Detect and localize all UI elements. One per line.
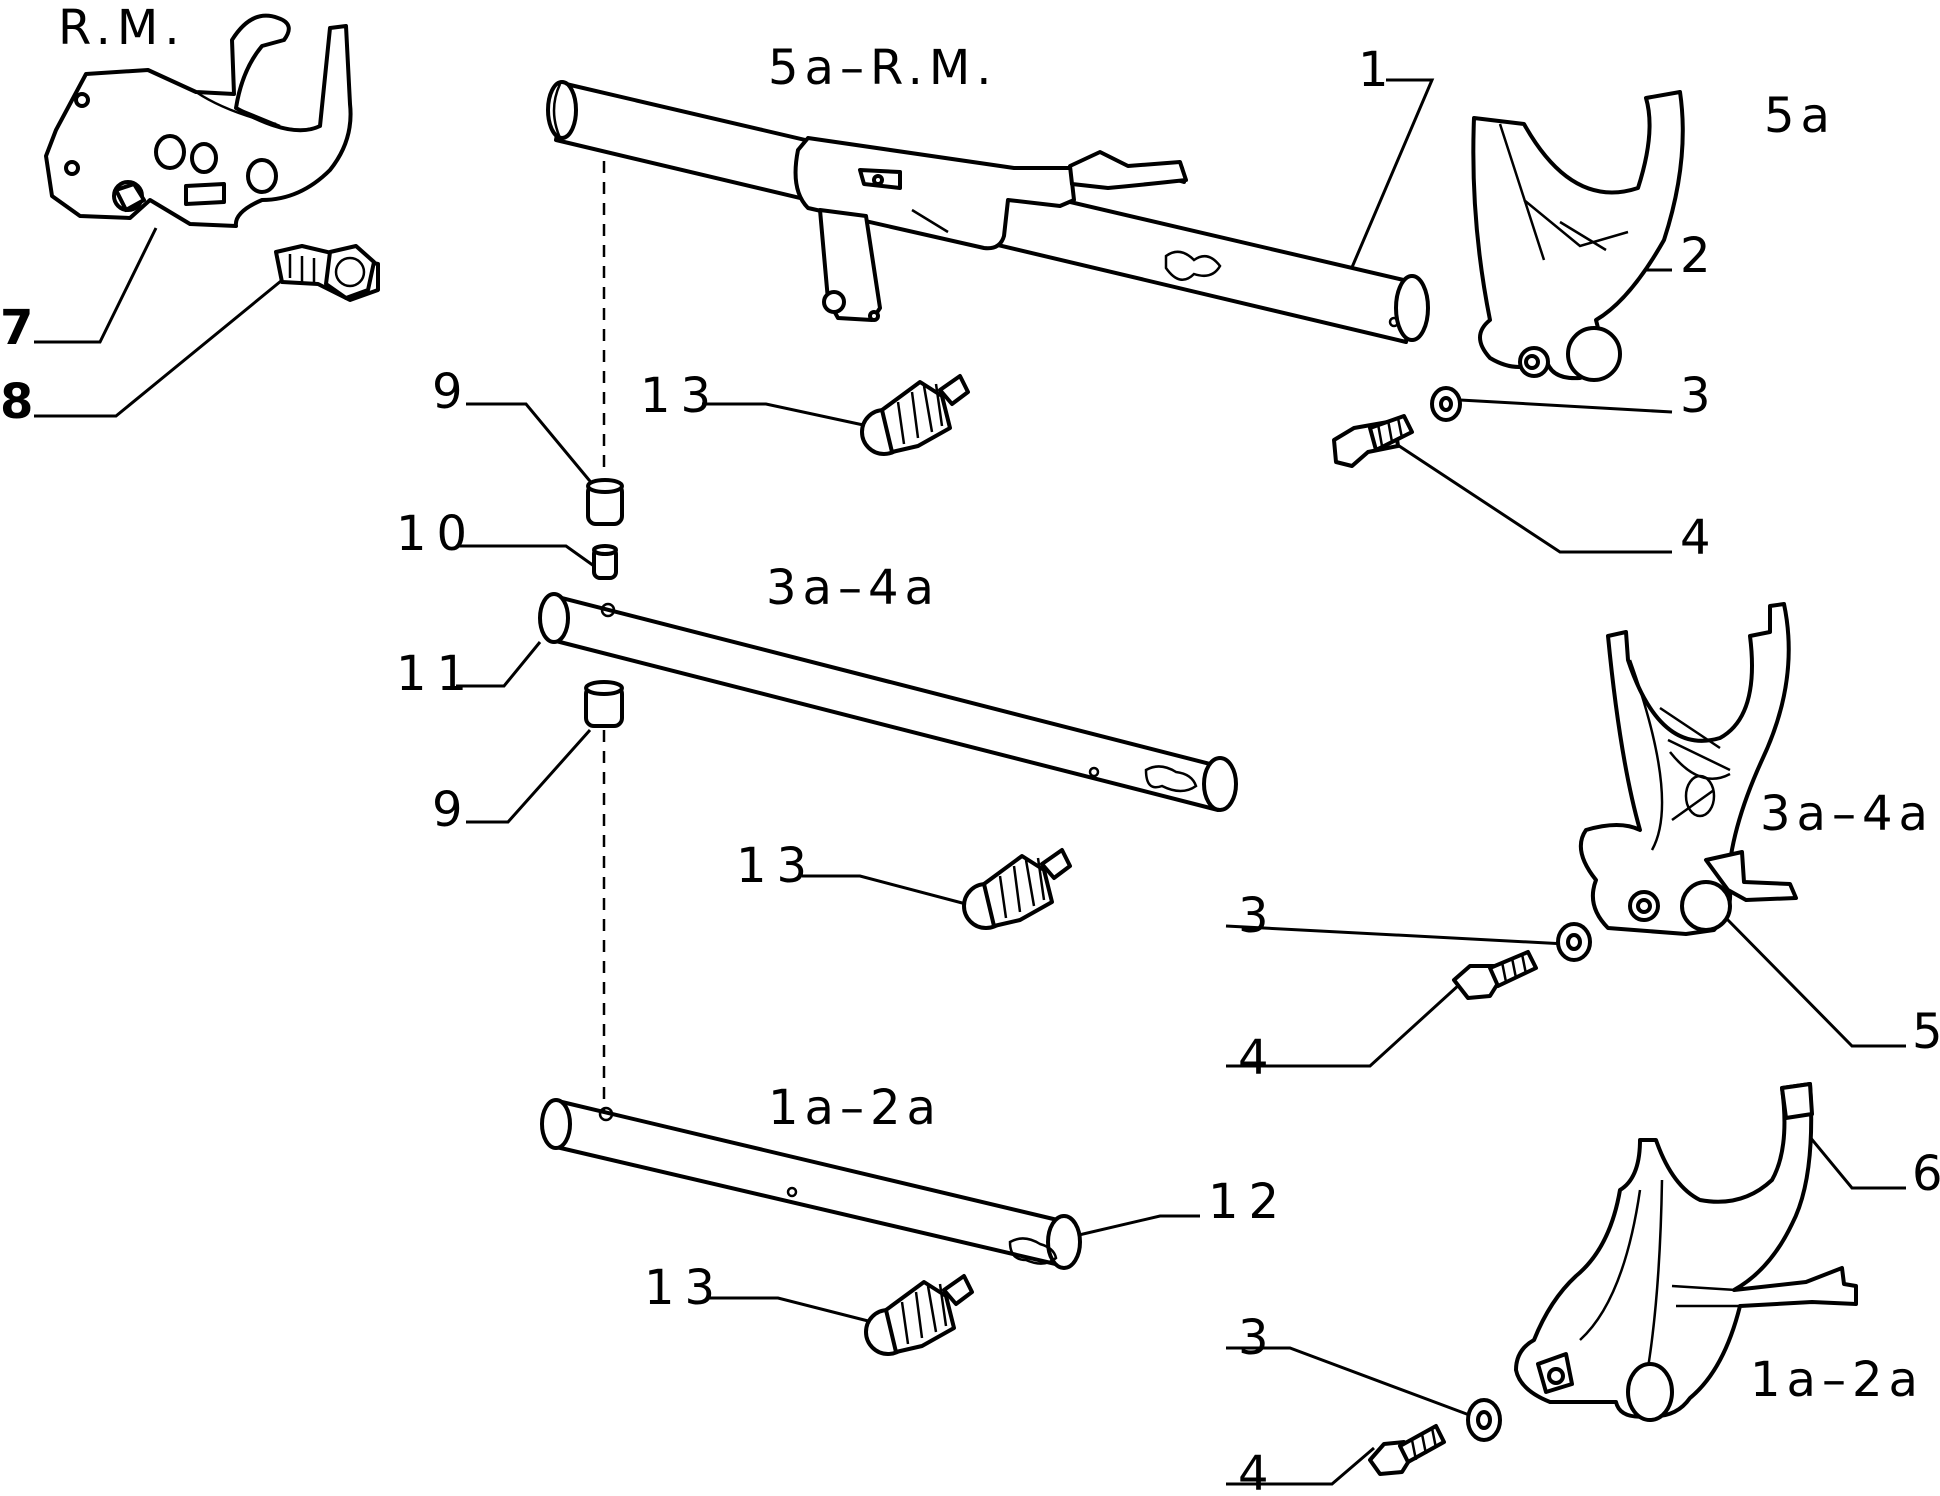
screw-4-top	[1332, 414, 1414, 468]
callout-4-top: 4	[1680, 510, 1721, 566]
fork-1a-2a	[1514, 1082, 1858, 1422]
callout-3-middle: 3	[1238, 888, 1279, 944]
label-shaft-1a-2a: 1a–2a	[768, 1080, 942, 1136]
callout-10: 10	[396, 506, 477, 562]
callout-11: 11	[396, 646, 477, 702]
callout-7: 7	[0, 300, 33, 356]
screw-4-bottom	[1368, 1424, 1446, 1476]
callout-9-bottom: 9	[432, 782, 473, 838]
label-fork-3a-4a: 3a–4a	[1760, 786, 1934, 842]
label-fork-1a-2a: 1a–2a	[1750, 1352, 1924, 1408]
detent-spring-13-bottom	[864, 1274, 974, 1356]
washer-3-middle	[1556, 922, 1592, 962]
detent-spring-13-middle	[962, 848, 1072, 930]
washer-3-bottom	[1466, 1398, 1502, 1442]
label-shaft-3a-4a: 3a–4a	[766, 560, 940, 616]
callout-4-bottom: 4	[1238, 1446, 1279, 1496]
fork-5a	[1471, 90, 1685, 382]
callout-12: 12	[1208, 1174, 1289, 1230]
detent-spring-13-top	[860, 374, 970, 456]
shaft-3a-4a	[538, 592, 1238, 812]
callout-8: 8	[0, 374, 33, 430]
rm-bracket-assembly	[44, 13, 353, 228]
label-rm-bracket: R.M.	[58, 0, 186, 56]
callout-13-bottom: 13	[644, 1260, 725, 1316]
screw-4-middle	[1452, 950, 1538, 1000]
label-fork-5a: 5a	[1764, 88, 1836, 144]
plug-9-bottom	[584, 680, 624, 728]
plug-9-top	[586, 478, 624, 526]
callout-9-top: 9	[432, 364, 473, 420]
callout-6: 6	[1912, 1146, 1940, 1202]
callout-2: 2	[1680, 228, 1721, 284]
leader-lines	[34, 78, 1906, 1486]
washer-3-top	[1430, 386, 1462, 422]
selector-block-5a-rm	[793, 136, 1188, 322]
callout-13-middle: 13	[736, 838, 817, 894]
fork-3a-4a	[1578, 602, 1798, 936]
callout-4-middle: 4	[1238, 1030, 1279, 1086]
pin-10	[592, 544, 618, 580]
label-shaft-5a-rm: 5a–R.M.	[768, 40, 998, 96]
callout-3-top: 3	[1680, 368, 1721, 424]
shaft-1a-2a	[540, 1098, 1082, 1270]
bolt-8	[274, 244, 380, 302]
callout-1: 1	[1358, 42, 1399, 98]
callout-13-top: 13	[640, 368, 721, 424]
callout-5: 5	[1912, 1004, 1940, 1060]
callout-3-bottom: 3	[1238, 1310, 1279, 1366]
